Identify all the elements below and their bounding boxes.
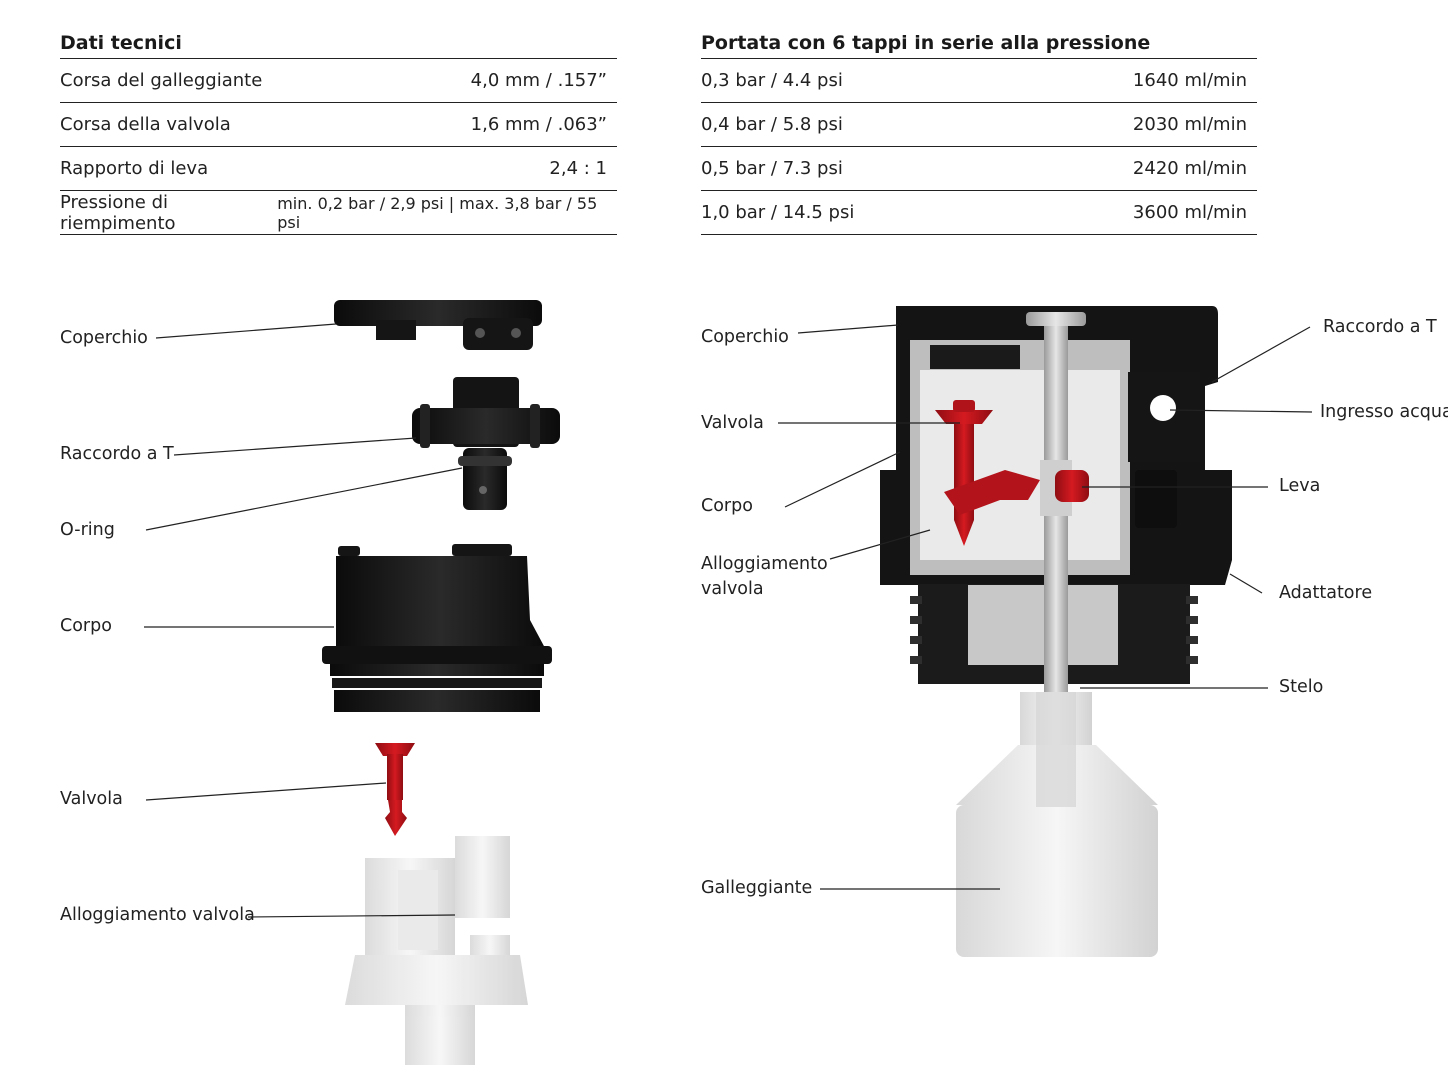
label-oring: O-ring [60,520,115,540]
label-section-corpo: Corpo [701,496,753,516]
row-label: Corsa del galleggiante [60,70,263,91]
specs-title: Dati tecnici [60,28,617,59]
label-coperchio: Coperchio [60,328,148,348]
row-label: 0,3 bar / 4.4 psi [701,70,843,91]
valve-part [375,743,415,836]
specs-table: Dati tecnici Corsa del galleggiante 4,0 m… [60,28,617,235]
label-section-galleggiante: Galleggiante [701,878,813,898]
flow-title: Portata con 6 tappi in serie alla pressi… [701,28,1257,59]
label-section-coperchio: Coperchio [701,327,789,347]
table-row: 1,0 bar / 14.5 psi 3600 ml/min [701,191,1257,235]
label-section-adattatore: Adattatore [1279,583,1373,603]
row-value: 1640 ml/min [1132,70,1247,91]
label-section-alloggiamento: Alloggiamento [701,554,828,574]
label-section-valvola: Valvola [701,413,764,433]
section-leader-lines [778,324,1313,890]
label-section-stelo: Stelo [1279,677,1324,697]
table-row: Corsa del galleggiante 4,0 mm / .157” [60,59,617,103]
lid-part [334,300,542,350]
row-value: 2,4 : 1 [549,158,607,179]
table-row: 0,3 bar / 4.4 psi 1640 ml/min [701,59,1257,103]
row-label: Pressione di riempimento [60,191,176,234]
row-label: 1,0 bar / 14.5 psi [701,202,855,223]
label-section-ingresso: Ingresso acqua [1320,402,1448,422]
section-assembly [880,306,1232,957]
row-label: Rapporto di leva [60,158,209,179]
label-raccordo: Raccordo a T [60,444,174,464]
row-label: 0,4 bar / 5.8 psi [701,114,843,135]
row-value: 2420 ml/min [1132,158,1247,179]
exploded-leader-lines [144,323,463,918]
label-valvola: Valvola [60,789,123,809]
row-value: min. 0,2 bar / 2,9 psi | max. 3,8 bar / … [277,193,598,232]
row-value: 2030 ml/min [1132,114,1247,135]
table-row: 0,5 bar / 7.3 psi 2420 ml/min [701,147,1257,191]
table-row: Corsa della valvola 1,6 mm / .063” [60,103,617,147]
flow-table: Portata con 6 tappi in serie alla pressi… [701,28,1257,235]
table-row: Pressione di riempimento min. 0,2 bar / 2… [60,191,617,235]
label-section-alloggiamento-2: valvola [701,579,764,599]
row-value: 4,0 mm / .157” [470,70,607,91]
label-section-leva: Leva [1279,476,1321,496]
row-label: 0,5 bar / 7.3 psi [701,158,843,179]
label-alloggiamento: Alloggiamento valvola [60,905,255,925]
body-part [322,544,552,712]
tee-fitting-part [412,377,560,510]
label-section-raccordo: Raccordo a T [1323,317,1437,337]
row-value: 3600 ml/min [1132,202,1247,223]
row-value: 1,6 mm / .063” [470,114,607,135]
row-label: Corsa della valvola [60,114,231,135]
table-row: Rapporto di leva 2,4 : 1 [60,147,617,191]
table-row: 0,4 bar / 5.8 psi 2030 ml/min [701,103,1257,147]
label-corpo: Corpo [60,616,112,636]
valve-housing-part [345,836,528,1065]
